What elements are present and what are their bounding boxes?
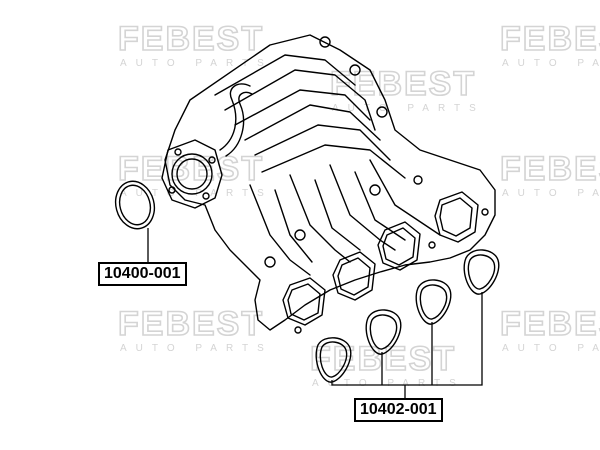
runner	[329, 164, 396, 251]
port-flange	[439, 197, 473, 237]
port-flange	[434, 191, 479, 243]
runner	[289, 174, 351, 263]
port-flange	[337, 257, 371, 296]
bolt-hole	[208, 156, 216, 164]
throttle-bore-inner	[176, 158, 208, 190]
port-flange	[382, 227, 416, 266]
watermark-subtitle: AUTO PARTS	[502, 188, 600, 199]
bolt-hole	[174, 148, 182, 156]
boss	[413, 175, 423, 185]
port-gasket	[419, 284, 448, 320]
runner	[354, 171, 406, 241]
port-gasket	[319, 341, 348, 378]
port-flange	[332, 251, 376, 301]
throttle-flange	[161, 139, 223, 209]
watermark-brand: FEBEST	[118, 305, 264, 343]
watermark-subtitle: AUTO PARTS	[312, 378, 465, 389]
port-flange	[377, 221, 421, 271]
port-gasket	[467, 254, 496, 290]
plenum-rib	[261, 144, 406, 179]
runner	[369, 159, 441, 236]
throttle-bore	[171, 153, 213, 195]
plenum-rib	[224, 69, 376, 131]
watermark-brand: FEBEST	[118, 20, 264, 58]
boss	[349, 64, 361, 76]
port-gasket	[365, 309, 402, 355]
port-gasket	[369, 314, 398, 350]
port-gasket	[415, 279, 452, 325]
boss	[319, 36, 331, 48]
port-gasket	[463, 249, 500, 295]
watermark-subtitle: AUTO PARTS	[502, 343, 600, 354]
watermark-subtitle: AUTO PARTS	[120, 343, 273, 354]
runner	[314, 179, 361, 251]
bolt-hole	[428, 241, 436, 249]
boss	[369, 184, 381, 196]
port-gasket	[315, 337, 352, 383]
watermark-brand: FEBEST	[118, 150, 264, 188]
bolt-hole	[481, 208, 489, 216]
throttle-gasket-inner	[118, 184, 152, 226]
runner	[274, 189, 313, 263]
boss	[376, 106, 388, 118]
runner	[249, 184, 311, 276]
bolt-hole	[168, 186, 176, 194]
watermark-subtitle: AUTO PARTS	[120, 58, 273, 69]
port-flange	[282, 277, 326, 326]
bolt-hole	[202, 192, 210, 200]
watermark-subtitle: AUTO PARTS	[502, 58, 600, 69]
watermark-brand: FEBEST	[500, 150, 600, 188]
part-number-label: 10400-001	[98, 262, 187, 286]
boss	[264, 256, 276, 268]
plenum-rib	[254, 124, 391, 161]
watermark-brand: FEBEST	[500, 305, 600, 343]
port-flange	[287, 283, 321, 321]
part-number-label: 10402-001	[354, 398, 443, 422]
throttle-gasket	[114, 180, 156, 230]
bolt-hole	[294, 326, 302, 334]
watermark-brand: FEBEST	[500, 20, 600, 58]
side-tube	[219, 83, 251, 151]
leader-line-10402	[331, 292, 483, 386]
plenum-rib	[244, 104, 381, 141]
plenum-rib	[214, 54, 356, 96]
boss	[294, 229, 306, 241]
side-tube	[225, 91, 253, 157]
watermark-subtitle: AUTO PARTS	[332, 103, 485, 114]
manifold-body-outline	[164, 34, 496, 331]
plenum-rib	[234, 89, 371, 126]
